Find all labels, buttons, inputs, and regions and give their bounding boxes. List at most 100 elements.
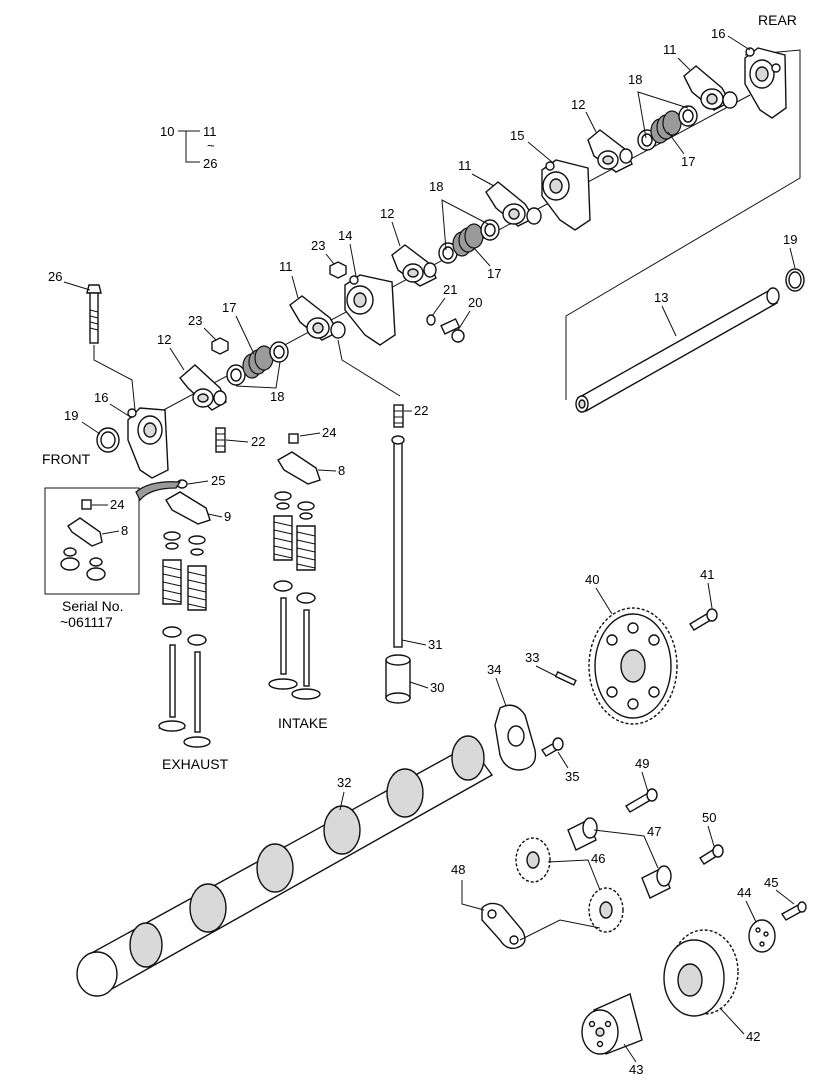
callout: 24 xyxy=(110,497,124,512)
adjust-screw-22b xyxy=(393,404,404,428)
rear-bracket xyxy=(744,47,787,119)
rocker-shaft-assembly xyxy=(86,47,805,479)
group-key-from: 11 xyxy=(203,124,217,139)
callout: 34 xyxy=(487,662,501,677)
callout: 19 xyxy=(64,408,78,423)
label-rear: REAR xyxy=(758,12,797,28)
group-key-tilde: ~ xyxy=(207,138,215,153)
callout: 31 xyxy=(428,637,442,652)
callout: 46 xyxy=(591,851,605,866)
callout: 17 xyxy=(222,300,236,315)
callout: 26 xyxy=(48,269,62,284)
gear-bolt-41 xyxy=(689,608,718,631)
spring-17b xyxy=(452,223,484,257)
callout: 11 xyxy=(458,158,472,173)
callout: 17 xyxy=(487,266,501,281)
serial-line-1: Serial No. xyxy=(62,598,123,614)
serial-line-2: ~061117 xyxy=(60,614,113,630)
rocker-arm-11b xyxy=(485,181,542,227)
callout: 42 xyxy=(746,1029,760,1044)
rocker-arm-front-12 xyxy=(179,364,227,411)
callouts: 16 11 18 12 15 17 11 18 12 14 23 19 17 1… xyxy=(48,26,797,1077)
callout: 19 xyxy=(783,232,797,247)
rocker-arm-11c xyxy=(683,65,738,111)
bolt-49 xyxy=(625,788,658,813)
bracket-bolt xyxy=(86,284,136,411)
group-key-parent: 10 xyxy=(160,124,174,139)
callout: 11 xyxy=(279,259,293,274)
key-pin-33 xyxy=(554,671,577,686)
callout: 8 xyxy=(338,463,345,478)
callout: 33 xyxy=(525,650,539,665)
rocker-arm-12c xyxy=(587,129,633,173)
callout: 30 xyxy=(430,680,444,695)
callout: 12 xyxy=(380,206,394,221)
idler-gear-46b xyxy=(588,887,624,933)
spring-17c xyxy=(650,110,682,144)
idler-gear-46a xyxy=(515,837,551,883)
push-rod-assembly xyxy=(337,339,411,704)
label-intake: INTAKE xyxy=(278,715,328,731)
callout: 15 xyxy=(510,128,524,143)
lock-nut-23b xyxy=(329,261,347,279)
idler-plate-48 xyxy=(481,902,526,950)
label-front: FRONT xyxy=(42,451,91,467)
callout: 41 xyxy=(700,567,714,582)
bolt-50 xyxy=(699,844,724,865)
callout: 22 xyxy=(414,403,428,418)
rocker-arm-11a xyxy=(289,295,346,341)
callout: 16 xyxy=(94,390,108,405)
callout: 11 xyxy=(663,42,677,57)
callout: 12 xyxy=(157,332,171,347)
callout: 44 xyxy=(737,885,751,900)
callout: 45 xyxy=(764,875,778,890)
callout: 14 xyxy=(338,228,352,243)
callout: 18 xyxy=(429,179,443,194)
callout: 50 xyxy=(702,810,716,825)
callout: 40 xyxy=(585,572,599,587)
drive-gear-42 xyxy=(663,929,739,1017)
serial-inset: Serial No. ~061117 xyxy=(44,481,182,630)
callout: 49 xyxy=(635,756,649,771)
rocker-shaft-13 xyxy=(575,287,780,413)
bolt-45 xyxy=(780,901,807,921)
rocker-bracket-14 xyxy=(344,274,396,346)
exhaust-valves xyxy=(158,479,211,748)
callout: 8 xyxy=(121,523,128,538)
group-key-to: 26 xyxy=(203,156,217,171)
spring-17a xyxy=(242,345,274,379)
bolt-35 xyxy=(541,737,564,757)
camshaft-32 xyxy=(76,735,494,997)
callout: 22 xyxy=(251,434,265,449)
idler-shaft-47a xyxy=(567,817,598,851)
thrust-plate-34 xyxy=(494,704,537,771)
group-key: 10 11 ~ 26 xyxy=(160,124,217,171)
callout: 18 xyxy=(270,389,284,404)
push-rod-31 xyxy=(393,436,403,648)
callout: 17 xyxy=(681,154,695,169)
callout: 35 xyxy=(565,769,579,784)
callout: 48 xyxy=(451,862,465,877)
callout: 18 xyxy=(628,72,642,87)
callout: 20 xyxy=(468,295,482,310)
callout: 23 xyxy=(188,313,202,328)
callout: 24 xyxy=(322,425,336,440)
callout: 32 xyxy=(337,775,351,790)
callout: 23 xyxy=(311,238,325,253)
washer-21 xyxy=(426,314,436,326)
callout: 43 xyxy=(629,1062,643,1077)
callout: 25 xyxy=(211,473,225,488)
lock-nut-23 xyxy=(211,337,229,355)
front-bracket xyxy=(127,407,169,479)
screw-20 xyxy=(440,318,465,343)
tappet-30 xyxy=(385,654,411,704)
gear-hub-43 xyxy=(581,993,643,1055)
callout: 16 xyxy=(711,26,725,41)
rocker-arm-12b xyxy=(391,244,437,287)
callout: 21 xyxy=(443,282,457,297)
cam-gear-40 xyxy=(588,607,678,725)
idler-shaft-47b xyxy=(641,865,672,899)
rocker-bracket-15 xyxy=(541,159,591,231)
callout: 12 xyxy=(571,97,585,112)
